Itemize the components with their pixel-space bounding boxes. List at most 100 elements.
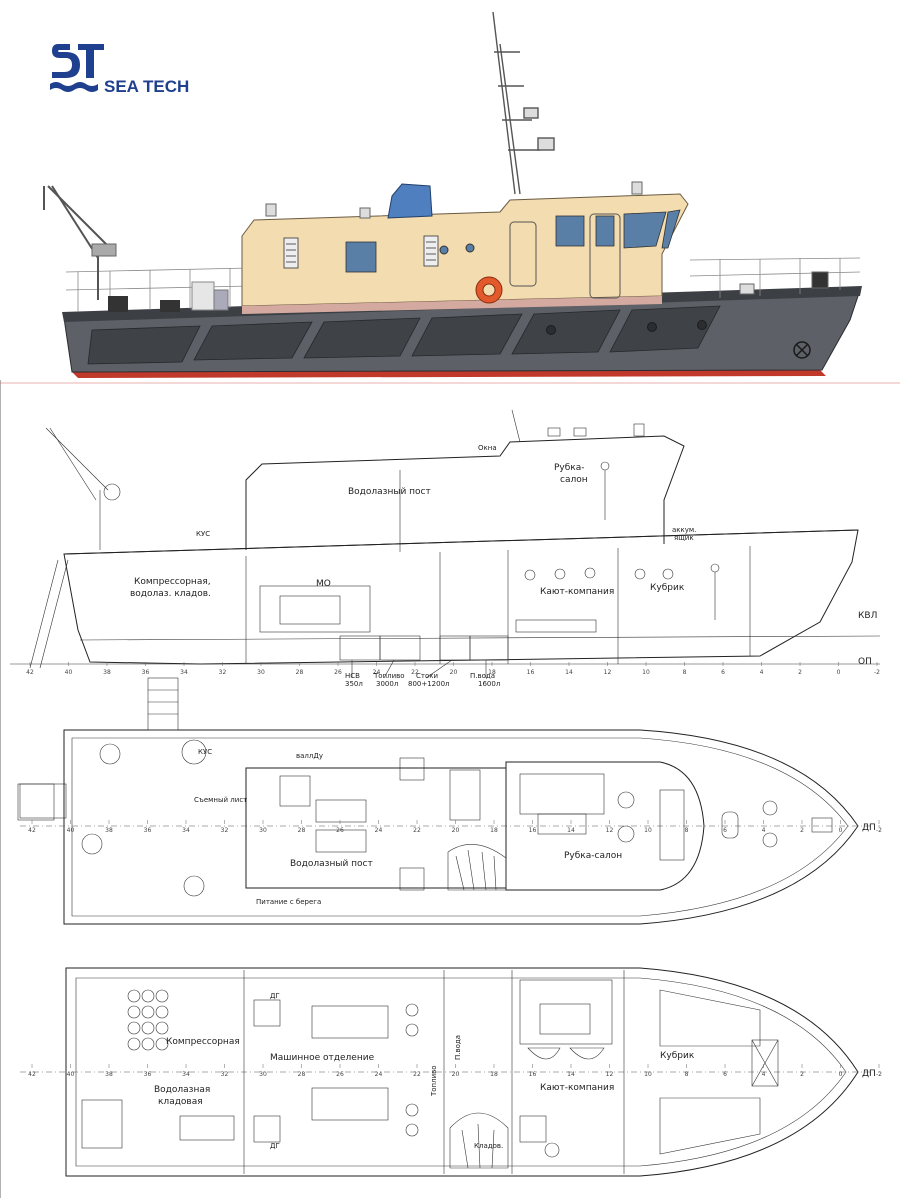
section-crane bbox=[45, 427, 121, 550]
lower-label-fuel: Топливо bbox=[430, 1065, 438, 1097]
frame-number: 12 bbox=[604, 669, 612, 676]
logo-mark-t bbox=[78, 44, 104, 78]
lower-label-store: Кладов. bbox=[474, 1142, 503, 1150]
section-label-cabin: Кубрик bbox=[650, 583, 685, 593]
deck-label-vallu: валлДу bbox=[296, 752, 323, 760]
section-hull-outline bbox=[63, 529, 859, 665]
frame-number: 20 bbox=[452, 1071, 460, 1078]
lower-label-diving-store-a: Водолазная bbox=[154, 1085, 210, 1095]
deck-lights bbox=[265, 181, 829, 295]
frame-number: 34 bbox=[180, 669, 188, 676]
section-label-battery-b: ящик bbox=[674, 534, 694, 542]
frame-number: 14 bbox=[567, 827, 575, 834]
frame-number: 24 bbox=[375, 827, 383, 834]
section-superstructure bbox=[245, 435, 685, 550]
frame-number: 10 bbox=[644, 827, 652, 834]
frame-number: 16 bbox=[529, 1071, 537, 1078]
frame-number: 10 bbox=[644, 1071, 652, 1078]
tank-volume: 350л bbox=[345, 680, 363, 688]
lower-plan-cabin-berths bbox=[659, 989, 779, 1155]
section-bulkheads bbox=[245, 470, 751, 664]
deck-label-shore-supply: Питание с берега bbox=[256, 898, 321, 906]
frame-number: 8 bbox=[685, 1071, 689, 1078]
frame-number: 32 bbox=[219, 669, 227, 676]
frame-number: 42 bbox=[28, 1071, 36, 1078]
tank-callouts: НСВ 350л Топливо 3000л Стоки 800+1200л П… bbox=[345, 659, 500, 688]
lower-label-dg: ДГ bbox=[270, 992, 280, 1000]
section-label-wheelhouse-a: Рубка- bbox=[554, 463, 585, 473]
frame-number: 28 bbox=[296, 669, 304, 676]
frame-number: 36 bbox=[144, 827, 152, 834]
deck-railing bbox=[65, 257, 861, 312]
frame-number: 38 bbox=[105, 827, 113, 834]
section-label-op: ОП bbox=[858, 657, 872, 667]
frame-number: 30 bbox=[259, 827, 267, 834]
frame-number: 16 bbox=[529, 827, 537, 834]
frame-number: 4 bbox=[760, 669, 764, 676]
section-label-compressor-a: Компрессорная, bbox=[134, 577, 211, 587]
section-label-wheelhouse-b: салон bbox=[560, 475, 588, 485]
frame-number: 20 bbox=[450, 669, 458, 676]
section-label-battery-a: аккум. bbox=[672, 526, 696, 534]
section-main-deck bbox=[63, 529, 859, 555]
deck-label-dp: ДП bbox=[862, 823, 876, 833]
aft-deck-equipment bbox=[108, 281, 229, 312]
section-stern-ladder bbox=[29, 559, 69, 669]
section-label-windows: Окна bbox=[478, 444, 497, 452]
tank-name: Топливо bbox=[373, 672, 405, 680]
lower-label-compressor: Компрессорная bbox=[166, 1037, 240, 1047]
frame-number: 40 bbox=[65, 669, 73, 676]
hull-portholes bbox=[546, 320, 707, 335]
deck-plan-equipment bbox=[19, 739, 833, 897]
frame-number: 26 bbox=[334, 669, 342, 676]
wheelhouse-door bbox=[589, 213, 621, 299]
exterior-profile-view bbox=[0, 11, 900, 384]
frame-number: 30 bbox=[257, 669, 265, 676]
lower-plan-mess-furniture bbox=[519, 979, 613, 1158]
frame-number: 32 bbox=[221, 1071, 229, 1078]
frame-number: 36 bbox=[144, 1071, 152, 1078]
section-tanks bbox=[339, 635, 509, 661]
frame-number: 34 bbox=[182, 1071, 190, 1078]
sea-tech-logo: SEA TECH bbox=[50, 44, 189, 96]
lower-plan-bulkheads bbox=[243, 970, 625, 1174]
section-label-diving-post: Водолазный пост bbox=[348, 487, 431, 497]
deck-label-wheelhouse: Рубка-салон bbox=[564, 851, 622, 861]
section-person-figures bbox=[600, 461, 720, 620]
deck-label-kus: КУС bbox=[198, 748, 212, 756]
frame-number: 18 bbox=[490, 827, 498, 834]
tank-name: П.вода bbox=[470, 672, 495, 680]
section-kvl-line bbox=[79, 635, 881, 641]
superstructure-door bbox=[509, 221, 537, 287]
tank-volume: 1600л bbox=[478, 680, 500, 688]
frame-number: 22 bbox=[413, 827, 421, 834]
davit-crane bbox=[43, 185, 117, 300]
frame-number: 2 bbox=[800, 827, 804, 834]
louvre-vents bbox=[283, 235, 439, 269]
deck-plan-wheelhouse bbox=[505, 761, 705, 891]
tank-name: Стоки bbox=[416, 672, 438, 680]
frame-number: 8 bbox=[685, 827, 689, 834]
lower-label-dg: ДГ bbox=[270, 1142, 280, 1150]
logo-wave bbox=[50, 82, 98, 92]
section-mast bbox=[511, 409, 645, 443]
frame-number: 18 bbox=[490, 1071, 498, 1078]
frame-number: 38 bbox=[103, 669, 111, 676]
frame-number: 36 bbox=[142, 669, 150, 676]
deck-plan-stern-ladder bbox=[17, 677, 179, 821]
lifebuoy-icon bbox=[475, 276, 503, 304]
frame-number: 40 bbox=[67, 1071, 75, 1078]
exhaust-funnel bbox=[387, 183, 433, 219]
frame-number: 32 bbox=[221, 827, 229, 834]
frame-number: 18 bbox=[488, 669, 496, 676]
frame-number: -2 bbox=[876, 827, 882, 834]
frame-number: 6 bbox=[723, 827, 727, 834]
frame-number: 4 bbox=[762, 827, 766, 834]
logo-mark-s bbox=[52, 44, 80, 78]
section-label-compressor-b: водолаз. кладов. bbox=[130, 589, 211, 599]
superstructure-windows bbox=[345, 209, 681, 273]
